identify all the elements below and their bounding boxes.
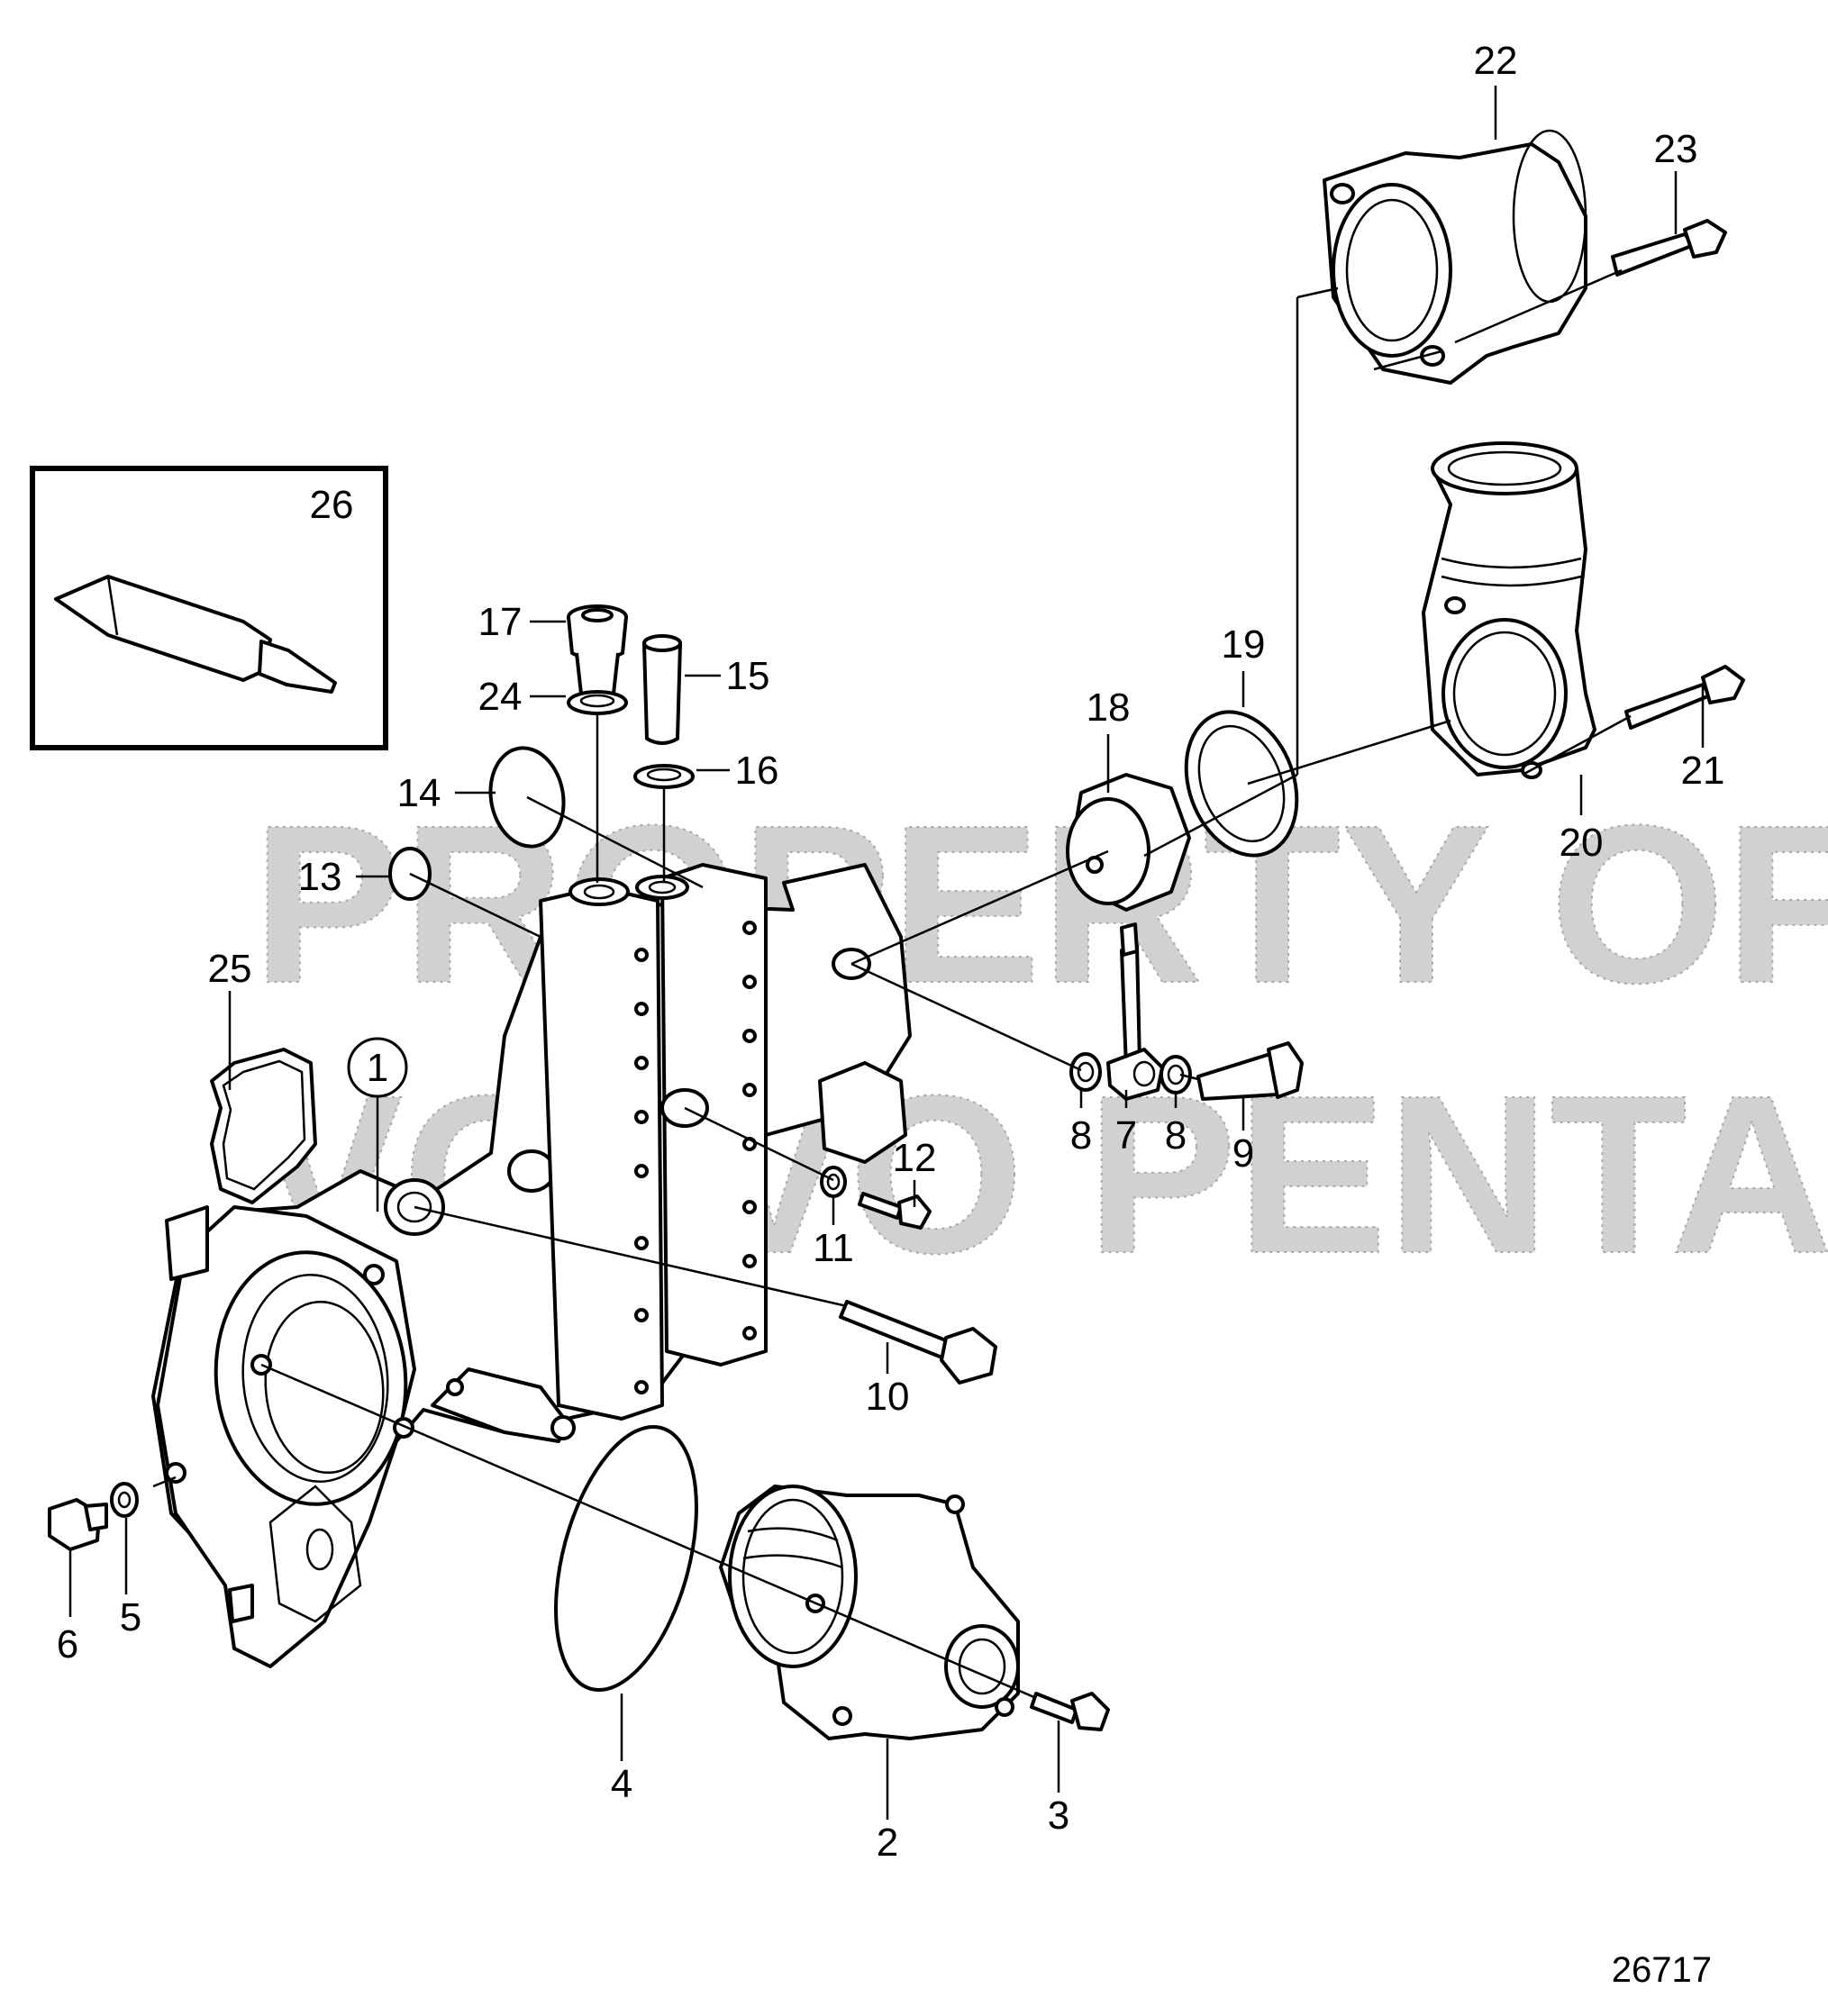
callout-1: 1 — [367, 1046, 388, 1090]
bolt-3 — [1030, 1692, 1110, 1731]
callout-20: 20 — [1560, 821, 1604, 865]
callout-7: 7 — [1115, 1113, 1137, 1158]
plug-17 — [567, 604, 628, 700]
callout-24: 24 — [478, 675, 523, 719]
callout-ticks — [68, 86, 1705, 1820]
washer-8-left — [1069, 1052, 1102, 1092]
callout-6: 6 — [57, 1622, 78, 1666]
bolt-21 — [1624, 665, 1745, 730]
plug-6 — [48, 1498, 108, 1551]
callout-10: 10 — [866, 1375, 910, 1419]
banjo-bolt-9 — [1196, 1041, 1304, 1101]
washer-11 — [820, 1166, 847, 1198]
callout-5: 5 — [120, 1595, 141, 1639]
callout-18: 18 — [1087, 686, 1131, 730]
callout-2: 2 — [877, 1821, 898, 1865]
callout-25: 25 — [208, 947, 252, 991]
washer-16 — [633, 764, 695, 789]
callout-4: 4 — [611, 1762, 632, 1806]
washer-24 — [567, 690, 628, 715]
callout-9: 9 — [1232, 1131, 1254, 1176]
o-ring-4 — [554, 1424, 698, 1693]
pump-housing-1 — [151, 863, 912, 1668]
callout-13: 13 — [298, 855, 342, 899]
washer-5 — [110, 1482, 139, 1518]
callout-22: 22 — [1474, 39, 1518, 83]
callout-16: 16 — [735, 749, 779, 793]
callout-8-right: 8 — [1165, 1113, 1187, 1158]
callout-8-left: 8 — [1070, 1113, 1092, 1158]
leader-lines — [152, 268, 1632, 1700]
callout-3: 3 — [1048, 1794, 1069, 1838]
water-pump-2 — [719, 1485, 1020, 1740]
watermark-line-1: PROPERTY OF — [252, 778, 1828, 1030]
thermostat-cover-20 — [1422, 441, 1596, 779]
bolt-10 — [839, 1300, 997, 1385]
callout-1-marker — [347, 1037, 408, 1212]
banjo-fitting-7 — [1106, 922, 1164, 1101]
callout-14: 14 — [397, 771, 441, 815]
callout-23: 23 — [1654, 127, 1698, 171]
washer-8-right — [1160, 1055, 1192, 1094]
outlet-pipe-22 — [1323, 129, 1587, 385]
drawing-number: 26717 — [1612, 1950, 1712, 1990]
nipple-15 — [642, 634, 682, 745]
callout-19: 19 — [1222, 622, 1266, 667]
sealant-tube-inset — [30, 466, 388, 750]
callout-12: 12 — [893, 1136, 937, 1180]
callout-21: 21 — [1681, 749, 1725, 793]
callout-15: 15 — [726, 654, 770, 698]
bolt-23 — [1611, 219, 1727, 277]
callout-17: 17 — [478, 600, 523, 644]
gasket-25 — [210, 1048, 317, 1204]
callout-26: 26 — [310, 483, 354, 527]
callout-labels: 1 2 3 4 5 6 7 8 8 9 10 11 12 13 14 15 16… — [57, 39, 1725, 1865]
callout-11: 11 — [813, 1226, 854, 1270]
